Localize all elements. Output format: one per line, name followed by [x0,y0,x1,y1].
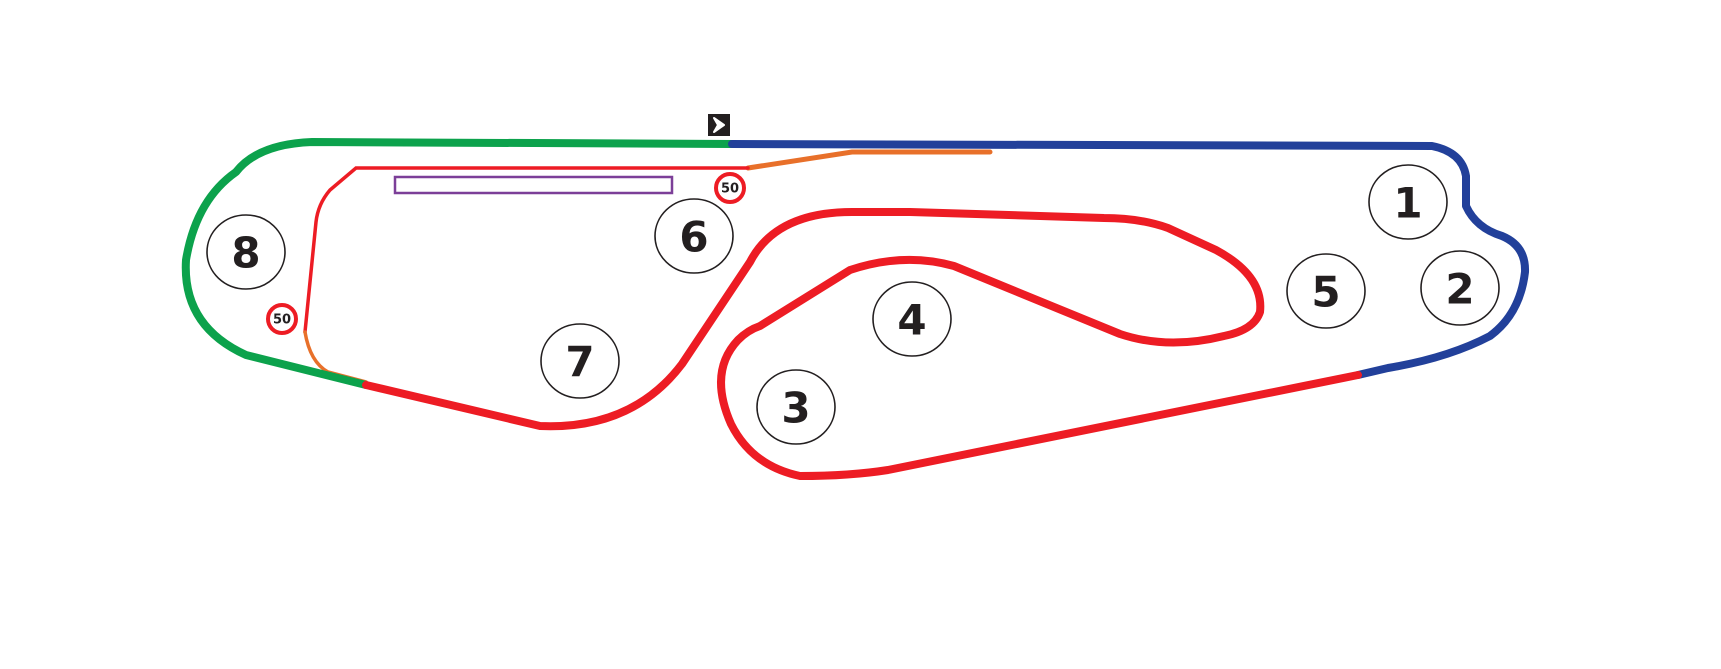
turn-circle [756,369,836,445]
turn-circle [206,214,286,290]
turn-marker-5: 5 [1286,253,1366,329]
turn-marker-2: 2 [1420,250,1500,326]
turn-circle [654,198,734,274]
turn-number: 5 [1311,268,1340,317]
turn-marker-8: 8 [206,214,286,290]
pit-lane-entry [745,149,993,171]
speed-limit-sign-icon [714,172,746,204]
pit-lane [303,149,993,384]
turn-marker-1: 1 [1368,164,1448,240]
turn-marker-4: 4 [872,281,952,357]
pit-lane-main [303,166,750,334]
start-finish-marker [708,114,730,136]
track-sector-blue [728,140,1530,379]
chevron-right-icon [713,117,725,133]
turn-number: 8 [231,229,260,278]
turn-number: 2 [1445,265,1474,314]
turn-circle [1420,250,1500,326]
speed-limit-sign: 50 [266,303,298,335]
turn-circle [1368,164,1448,240]
turn-circle [1286,253,1366,329]
turn-circle [540,323,620,399]
turn-marker-7: 7 [540,323,620,399]
turn-number: 3 [781,384,810,433]
speed-limit-value: 50 [721,182,739,197]
track-sector-red [362,208,1362,480]
turn-number: 1 [1393,179,1422,228]
turn-number: 4 [897,296,926,345]
track-sector-green [181,138,736,389]
turn-circle [872,281,952,357]
speed-limit-value: 50 [273,313,291,328]
pit-box [393,175,674,195]
turn-marker-3: 3 [756,369,836,445]
turn-marker-6: 6 [654,198,734,274]
speed-limit-sign-icon [266,303,298,335]
speed-limit-sign: 50 [714,172,746,204]
turn-number: 7 [565,338,594,387]
turn-number: 6 [679,213,708,262]
